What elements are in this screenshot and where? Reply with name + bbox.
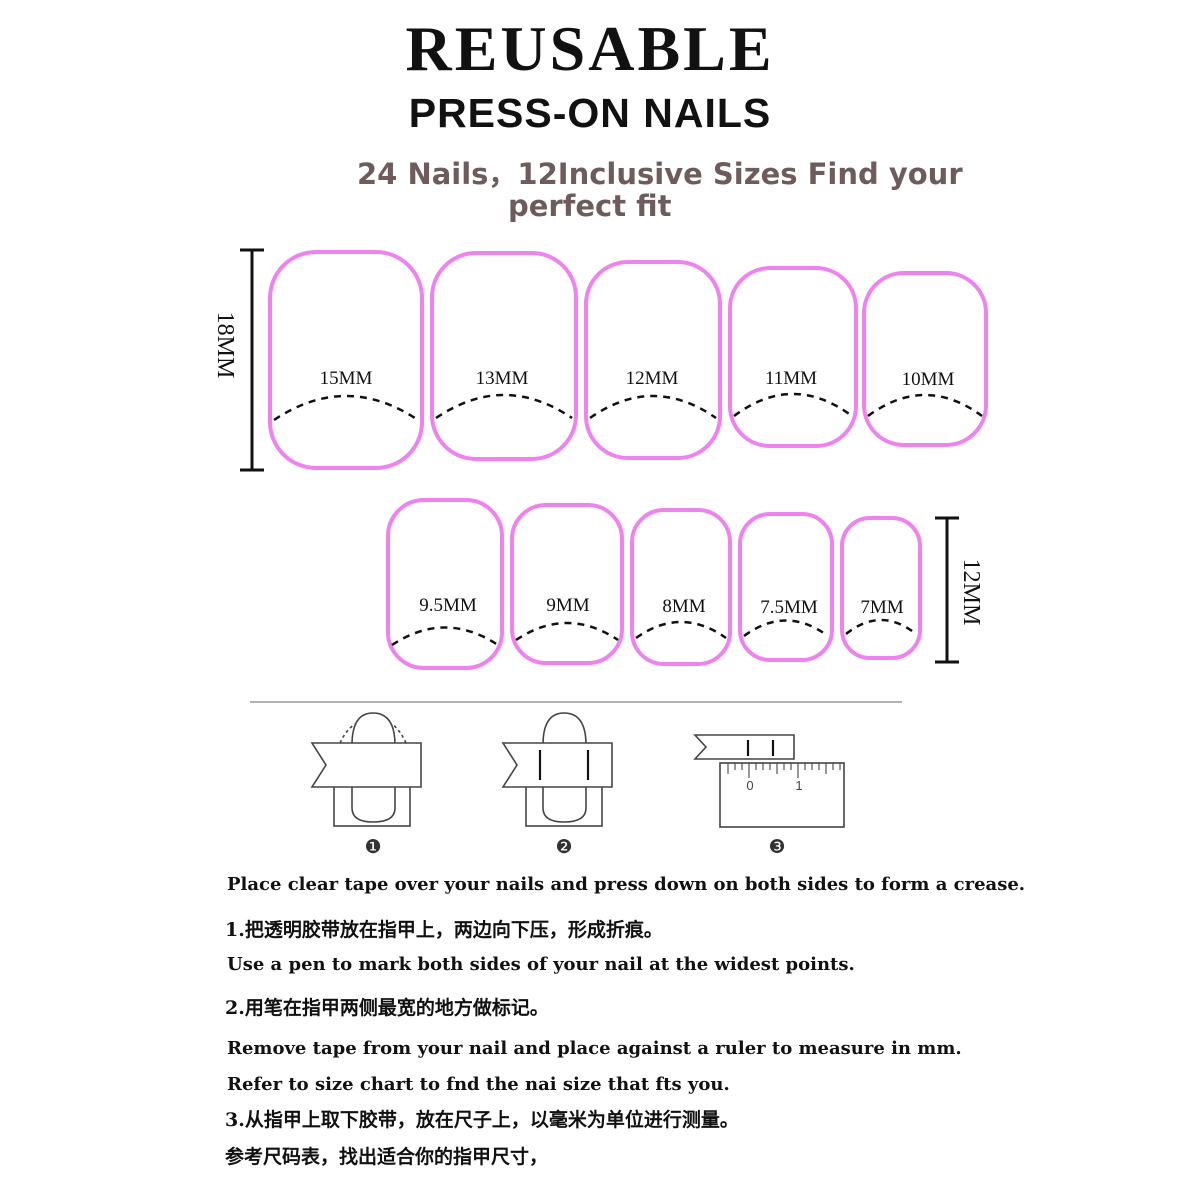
nail-size-label: 9.5MM [419,595,477,616]
step-marker-2: ❷ [555,836,572,858]
page-title: REUSABLE [405,13,775,84]
nail-size-label: 7.5MM [760,597,818,618]
nail-size-label: 10MM [902,369,955,390]
instruction-step2-en: Use a pen to mark both sides of your nai… [227,954,855,975]
nail-shape [728,266,858,448]
instruction-step3-en: Remove tape from your nail and place aga… [227,1038,962,1059]
instruction-step3-en-2: Refer to size chart to fnd the nai size … [227,1074,730,1095]
nail-shape [840,516,922,660]
tagline-line-1: 24 Nails，12Inclusive Sizes Find your [357,157,963,191]
row1-nails [268,250,988,470]
instruction-step3-zh: 3.从指甲上取下胶带，放在尺子上，以毫米为单位进行测量。 [225,1109,739,1131]
row1-length-label: 18MM [212,312,238,379]
row2-nails [386,498,922,670]
nail-shape [630,508,732,666]
nail-shape [510,503,624,665]
step3-illustration [693,734,845,828]
step-marker-1: ❶ [364,836,381,858]
instruction-step2-zh: 2.用笔在指甲两侧最宽的地方做标记。 [225,997,549,1019]
ruler-number-0: 0 [746,778,753,793]
step2-illustration [501,712,613,827]
row2-length-bracket [935,516,959,664]
nail-size-label: 15MM [320,368,373,389]
instruction-step3-zh-2: 参考尺码表，找出适合你的指甲尺寸， [225,1146,549,1168]
nail-shape [430,251,578,461]
row2-length-label: 12MM [958,559,984,626]
nail-size-label: 7MM [860,597,903,618]
nail-shape [584,260,722,460]
nail-shape [862,271,988,447]
nail-shape [268,250,424,470]
tagline-line-2: perfect fit [508,189,672,223]
step1-illustration [310,712,422,827]
nail-shape [386,498,504,670]
row1-length-bracket [240,248,264,472]
nail-size-label: 13MM [476,368,529,389]
nail-size-label: 11MM [765,368,817,389]
nail-shape [738,512,834,662]
step-marker-3: ❸ [768,836,785,858]
instruction-step1-en: Place clear tape over your nails and pre… [227,874,1026,895]
instruction-step1-zh: 1.把透明胶带放在指甲上，两边向下压，形成折痕。 [225,919,663,941]
nail-size-chart: 18MM 15MM 13MM 12MM 11MM 10MM [212,248,988,858]
page-subtitle: PRESS-ON NAILS [408,90,772,136]
ruler-number-1: 1 [795,778,802,793]
nail-size-label: 8MM [662,596,705,617]
nail-size-label: 12MM [626,368,679,389]
nail-size-label: 9MM [546,595,589,616]
